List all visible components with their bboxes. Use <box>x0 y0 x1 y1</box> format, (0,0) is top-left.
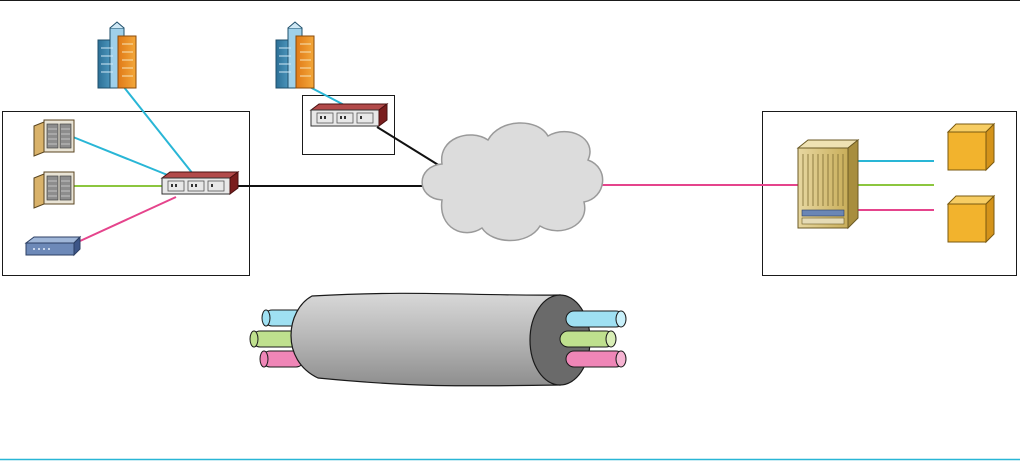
chassis-icon <box>798 140 858 228</box>
building-left-icon <box>98 22 136 88</box>
cable-tube <box>291 293 560 386</box>
building-middle-icon <box>276 22 314 88</box>
terminal-bottom-icon <box>948 196 994 242</box>
fiber-green-right <box>560 331 616 347</box>
exchange-bottom-icon <box>34 172 74 208</box>
fiber-magenta-right <box>566 351 626 367</box>
cable-illustration <box>250 293 626 386</box>
router-middle-icon <box>311 104 387 126</box>
router-left-icon <box>162 172 238 194</box>
terminal-top-icon <box>948 124 994 170</box>
network-cloud <box>422 123 603 241</box>
fiber-cyan-right <box>566 311 626 327</box>
modem-icon <box>26 237 80 255</box>
exchange-top-icon <box>34 120 74 156</box>
